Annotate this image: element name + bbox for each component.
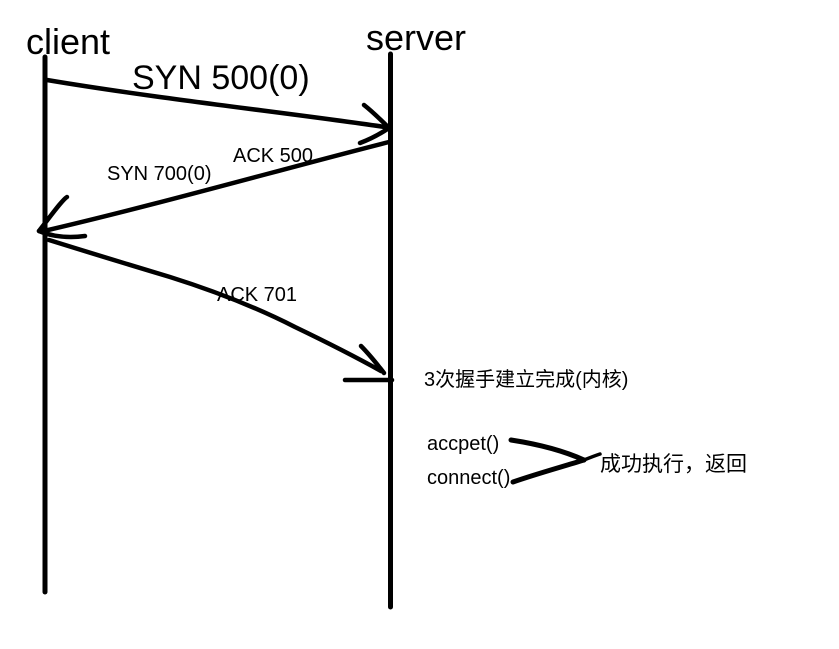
client-actor-label: client [26,21,110,62]
ack701-message-label: ACK 701 [217,284,297,306]
ack701-arrow-shaft [46,237,384,374]
ack500-message-label: ACK 500 [233,145,313,167]
reply-arrowhead-lower-barb [36,228,88,240]
brace-upper-stroke [508,437,587,463]
syn-arrow-shaft [44,77,388,130]
ack701-arrowhead-upper-barb [358,343,387,376]
reply-arrowhead-upper-barb [36,194,70,234]
handshake-complete-note: 3次握手建立完成(内核) [424,368,628,391]
syn-message-label: SYN 500(0) [132,59,310,97]
server-actor-label: server [366,17,466,58]
success-note-label: 成功执行，返回 [600,453,747,476]
connect-call-label: connect() [427,467,510,489]
syn700-message-label: SYN 700(0) [107,163,212,185]
reply-arrow-shaft [41,139,392,234]
accept-call-label: accpet() [427,433,499,455]
brace-tip-stroke [582,452,602,462]
brace-lower-stroke [510,457,587,485]
syn-arrowhead-upper-barb [361,102,392,131]
syn-arrowhead-lower-barb [357,125,392,146]
